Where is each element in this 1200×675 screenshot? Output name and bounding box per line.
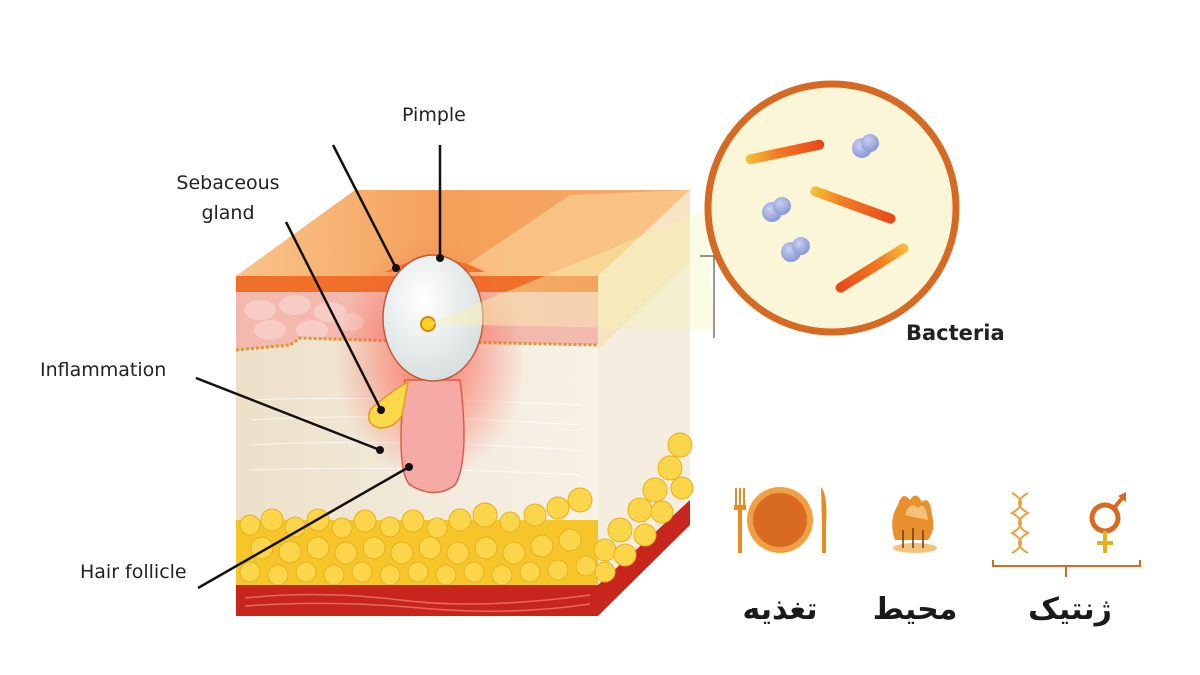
- label-inflammation: Inflammation: [40, 359, 167, 381]
- rod-bacteria: [745, 139, 909, 293]
- bacteria-magnifier: [704, 80, 960, 336]
- sebaceous-gland: [368, 380, 410, 429]
- magnifier-beam: [428, 210, 715, 330]
- label-sebaceous-gland: Sebaceous gland: [168, 168, 288, 228]
- gender-icon: [1089, 492, 1126, 553]
- label-pimple: Pimple: [402, 104, 466, 126]
- trees-icon: [892, 495, 937, 553]
- leader-lines: [195, 144, 442, 590]
- hair-follicle: [400, 379, 465, 494]
- cocci-bacteria: [762, 134, 879, 262]
- plate-fork-knife-icon: [734, 487, 827, 553]
- label-nutrition: تغذیه: [742, 592, 818, 627]
- label-bacteria: Bacteria: [906, 321, 1005, 345]
- label-hair-follicle: Hair follicle: [80, 561, 187, 583]
- genetics-bracket: [992, 560, 1141, 577]
- dna-icon: [1009, 492, 1031, 554]
- label-environment: محیط: [872, 592, 958, 627]
- label-sebaceous-line2: gland: [201, 202, 255, 224]
- label-genetics: ژنتیک: [1028, 592, 1112, 627]
- label-sebaceous-line1: Sebaceous: [176, 172, 280, 194]
